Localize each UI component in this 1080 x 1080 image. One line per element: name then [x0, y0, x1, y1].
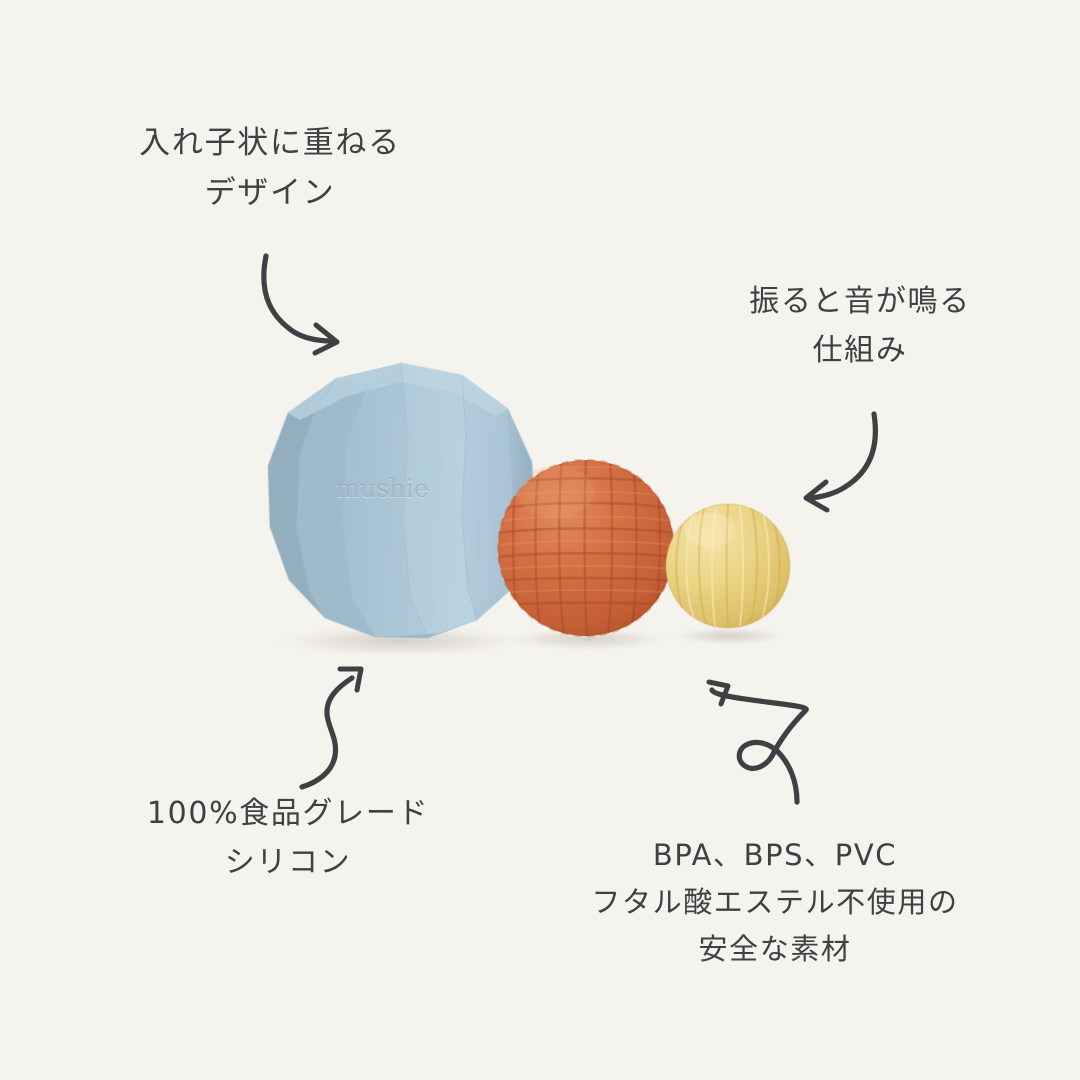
annotation-food-grade-silicone: 100%食品グレード シリコン	[78, 790, 498, 887]
annotation-line: BPA、BPS、PVC	[652, 838, 898, 872]
annotation-line: フタル酸エステル不使用の	[591, 884, 959, 919]
brand-logo-emboss: mushie	[336, 474, 430, 503]
annotation-safe-materials: BPA、BPS、PVC フタル酸エステル不使用の 安全な素材	[536, 832, 1014, 973]
shadow-yellow	[667, 626, 791, 646]
shadow-blue	[265, 624, 535, 658]
annotation-line: デザイン	[204, 175, 336, 212]
shadow-orange	[500, 626, 676, 652]
annotation-line: 100%食品グレード	[146, 796, 430, 831]
annotation-line: 入れ子状に重ねる	[139, 125, 401, 161]
annotation-nesting-design: 入れ子状に重ねる デザイン	[60, 118, 480, 218]
orange-bumpy-ball	[496, 458, 676, 638]
annotation-line: シリコン	[224, 844, 352, 880]
annotation-line: 安全な素材	[698, 931, 852, 966]
annotation-line: 振ると音が鳴る	[749, 284, 971, 319]
yellow-ribbed-ball	[665, 503, 791, 629]
annotation-rattle-sound: 振ると音が鳴る 仕組み	[678, 278, 1042, 375]
annotation-line: 仕組み	[812, 332, 908, 368]
